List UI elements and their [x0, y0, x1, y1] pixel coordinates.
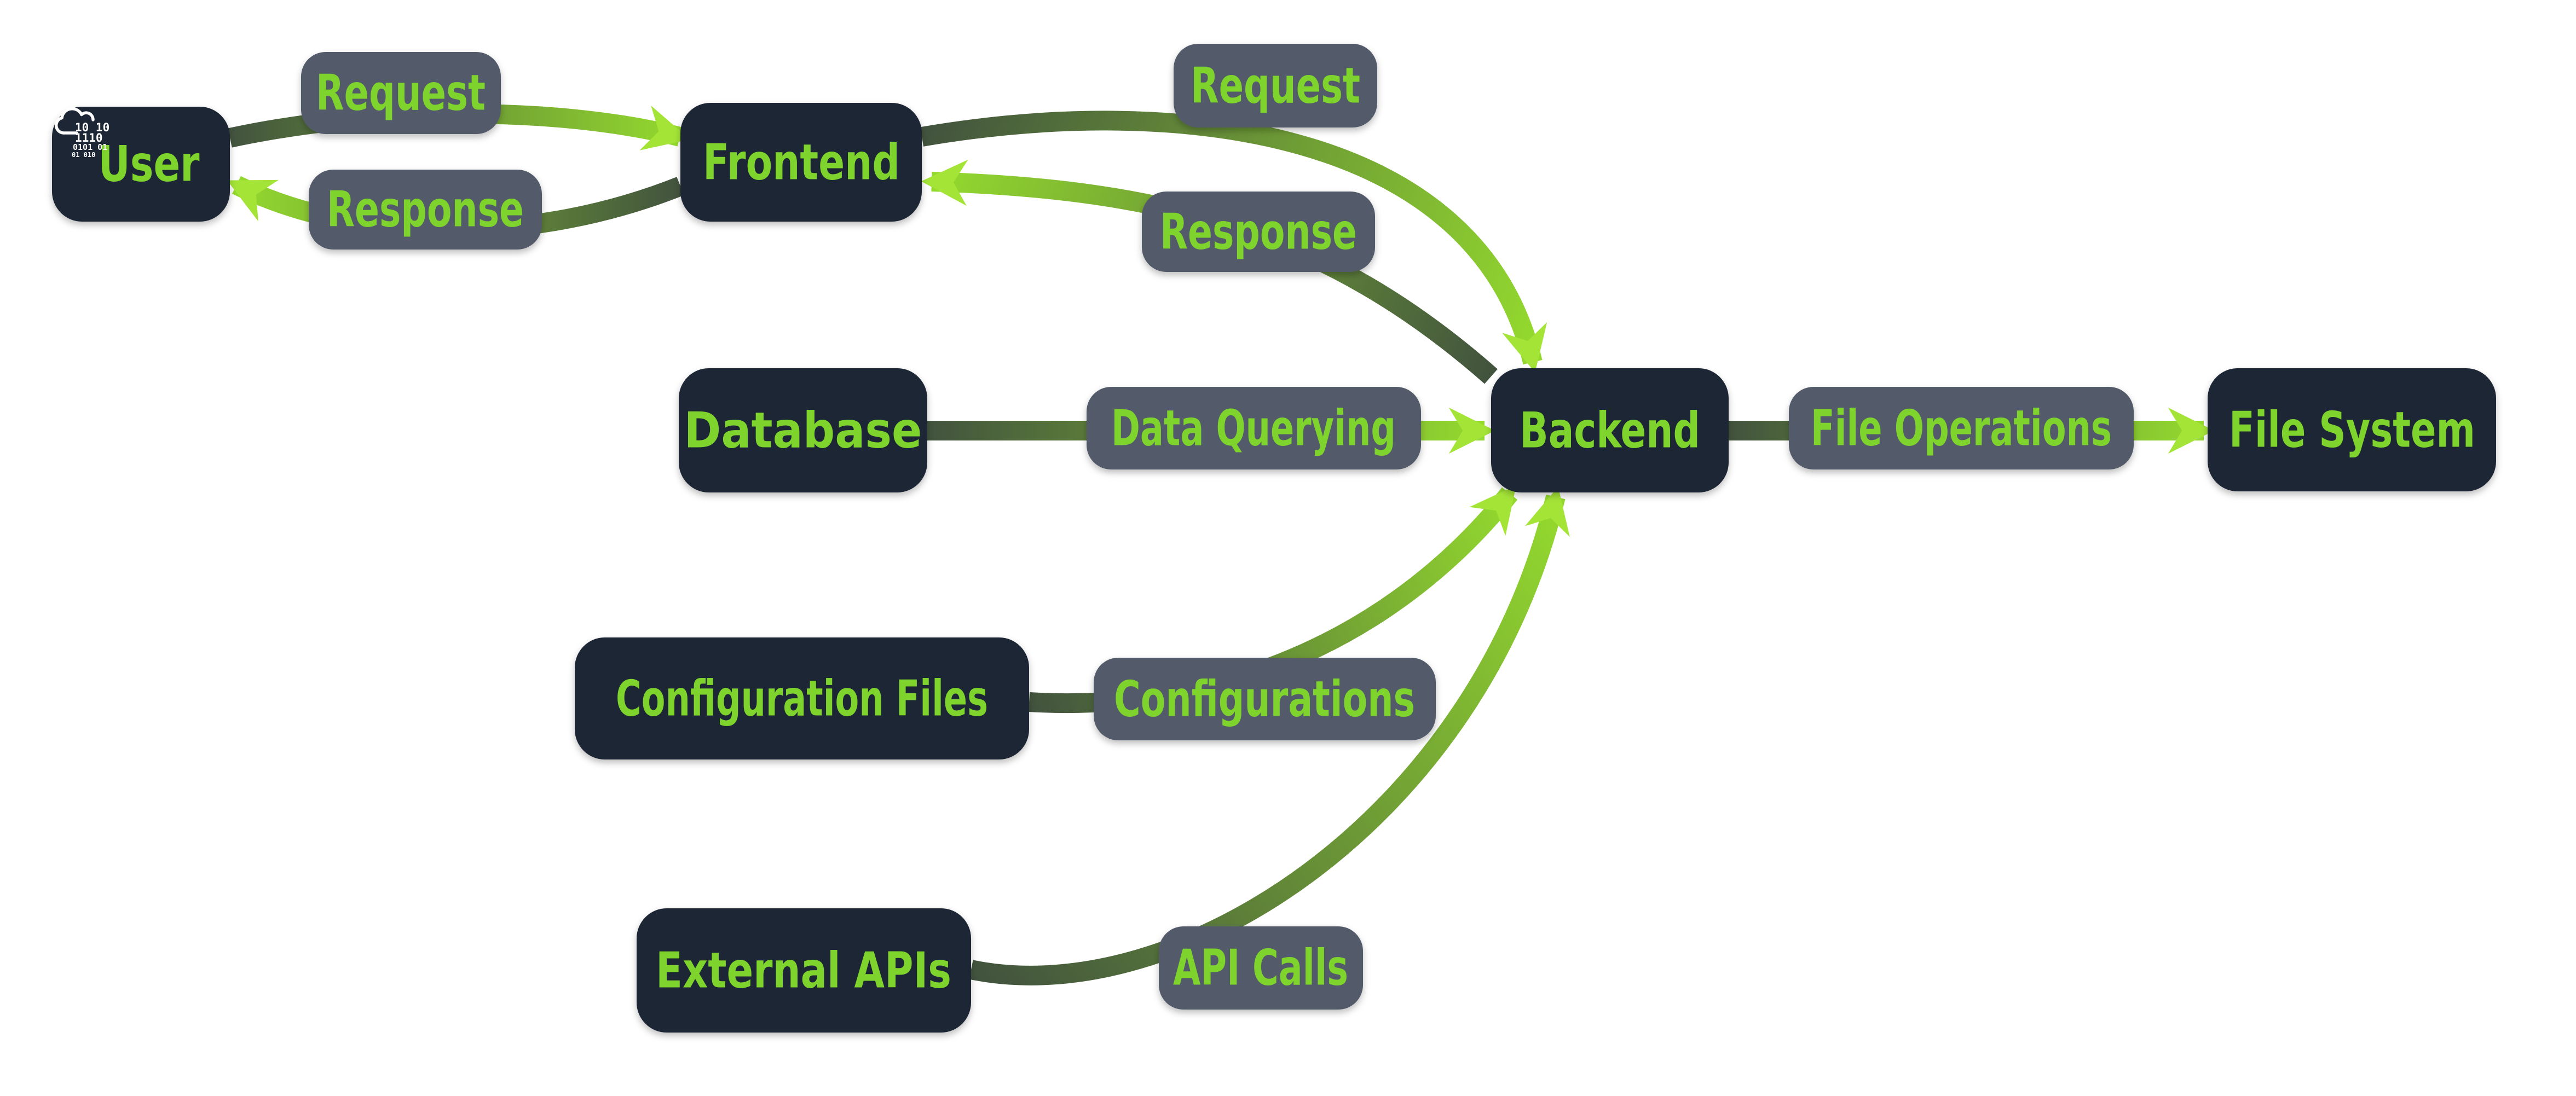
edge-label-box [1159, 926, 1363, 1010]
edge-label-box [1087, 387, 1421, 469]
node-file-system: File System [2208, 368, 2496, 491]
edge-label-configurations: Configurations [1094, 658, 1436, 740]
node-label: Configuration Files [616, 670, 988, 728]
edge-label-box [1174, 44, 1377, 127]
edge-label-text: File Operations [1811, 400, 2112, 457]
node-box [679, 368, 927, 492]
edge-label-response-frontend-user: Response [309, 170, 542, 250]
edge-label-response-backend-frontend: Response [1142, 192, 1375, 272]
edge-label-file-operations: File Operations [1789, 387, 2134, 469]
cloud-binary-line: 0101 01 [73, 142, 107, 152]
cloud-binary-icon: 10 10 1110 0101 01 01 010 [54, 107, 109, 159]
node-label: Backend [1520, 402, 1700, 460]
cloud-binary-line: 1110 [75, 131, 103, 144]
node-label: User [99, 136, 200, 193]
edge-label-text: Response [1160, 204, 1357, 261]
edge-label-text: Request [316, 65, 486, 122]
edge-label-request-frontend-backend: Request [1174, 44, 1377, 127]
edge-frontend-to-backend-request [920, 111, 1547, 373]
node-frontend: Frontend [680, 103, 922, 222]
edge-label-text: Configurations [1114, 671, 1415, 728]
node-configuration-files: Configuration Files [575, 637, 1029, 759]
edge-label-box [301, 52, 501, 134]
cloud-binary-line: 10 10 [75, 121, 109, 134]
node-label: Database [684, 402, 922, 460]
edge-label-data-querying: Data Querying [1087, 387, 1421, 469]
node-label: Frontend [703, 134, 900, 192]
edge-label-box [1094, 658, 1436, 740]
edge-label-text: Request [1191, 57, 1360, 115]
edge-label-text: API Calls [1173, 940, 1348, 997]
edge-label-text: Response [327, 181, 524, 239]
node-backend: Backend [1491, 368, 1729, 492]
edge-label-api-calls: API Calls [1159, 926, 1363, 1010]
node-box [680, 103, 922, 222]
node-external-apis: External APIs [637, 908, 971, 1033]
node-label: File System [2229, 402, 2475, 459]
edge-label-box [1789, 387, 2134, 469]
node-box [1491, 368, 1729, 492]
node-user: User 10 10 1110 0101 01 01 010 [52, 107, 230, 222]
edge-label-request-user-frontend: Request [301, 52, 501, 134]
node-database: Database [679, 368, 927, 492]
node-box [637, 908, 971, 1033]
cloud-outline [54, 107, 95, 135]
node-label: External APIs [656, 942, 951, 1000]
node-box [575, 637, 1029, 759]
node-box [2208, 368, 2496, 491]
cloud-binary-line: 01 010 [72, 151, 95, 159]
edge-label-box [309, 170, 542, 250]
edge-label-box [1142, 192, 1375, 272]
edge-externalapis-to-backend [969, 486, 1570, 985]
edge-label-text: Data Querying [1111, 400, 1396, 457]
node-box [52, 107, 230, 222]
